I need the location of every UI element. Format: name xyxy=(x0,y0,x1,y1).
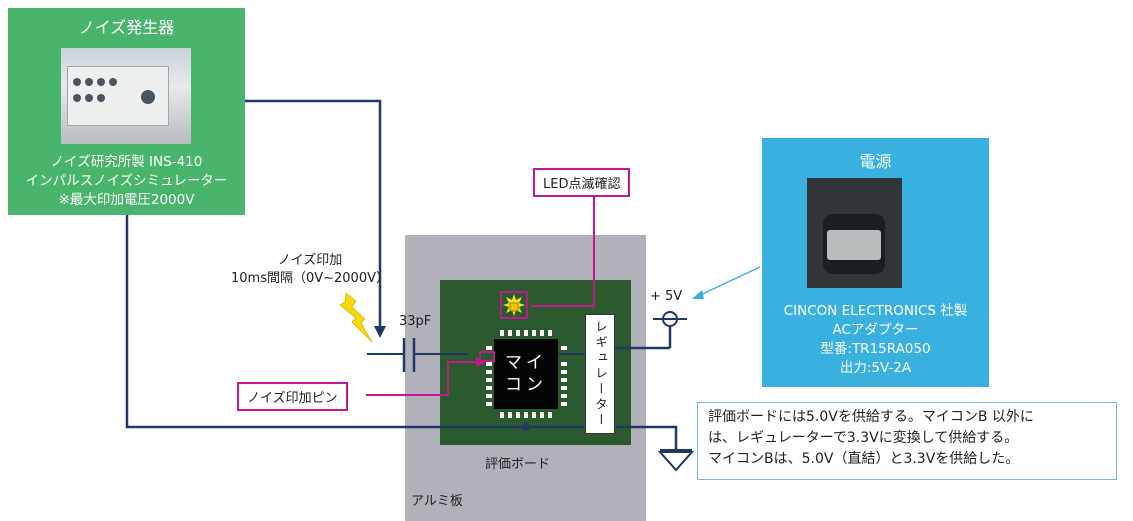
power-supply-line4: 出力:5V-2A xyxy=(839,360,912,376)
led-check-callout: LED点滅確認 xyxy=(533,168,631,197)
led-highlight xyxy=(500,291,528,319)
lightning-icon xyxy=(339,292,373,343)
note-line2: は、レギュレーターで3.3Vに変換して供給する。 xyxy=(708,430,1019,446)
noise-generator-line1: ノイズ研究所製 INS-410 xyxy=(50,154,203,170)
mcu-label-line1: マイ xyxy=(505,353,547,373)
ground-icon xyxy=(657,449,695,472)
regulator: レギュレーター xyxy=(585,314,615,434)
plus-5v-label: + 5V xyxy=(650,289,683,304)
noise-apply-line1: ノイズ印加 xyxy=(277,253,343,268)
noise-generator-line3: ※最大印加電圧2000V xyxy=(58,192,195,208)
terminal-icon xyxy=(653,311,687,327)
aluminum-label: アルミ板 xyxy=(411,494,463,509)
noise-apply-line2: 10ms間隔（0V~2000V） xyxy=(230,271,389,286)
noise-generator-title: ノイズ発生器 xyxy=(78,18,175,37)
capacitor-label: 33pF xyxy=(399,314,432,329)
noise-generator-photo xyxy=(61,48,191,144)
note-line3: マイコンBは、5.0V（直結）と3.3Vを供給した。 xyxy=(708,451,1020,467)
power-supply-line2: ACアダプター xyxy=(832,322,919,338)
led-icon xyxy=(503,294,525,316)
mcu-label-line2: コン xyxy=(505,375,547,395)
explanation-note: 評価ボードには5.0Vを供給する。マイコンB 以外に は、レギュレーターで3.3… xyxy=(697,402,1117,480)
noise-generator-panel: ノイズ発生器 ノイズ研究所製 INS-410 インパルスノイズシミュレーター ※… xyxy=(8,8,245,215)
power-supply-panel: 電源 CINCON ELECTRONICS 社製 ACアダプター 型番:TR15… xyxy=(762,138,989,387)
capacitor-icon xyxy=(367,338,468,372)
evaluation-board-label: 評価ボード xyxy=(485,457,551,472)
power-supply-title: 電源 xyxy=(859,152,892,171)
noise-pin-highlight xyxy=(479,351,495,362)
noise-pin-callout: ノイズ印加ピン xyxy=(237,382,348,411)
noise-generator-line2: インパルスノイズシミュレーター xyxy=(25,173,228,189)
microcontroller: マイ コン xyxy=(494,339,558,409)
note-line1: 評価ボードには5.0Vを供給する。マイコンB 以外に xyxy=(708,409,1034,425)
power-supply-line1: CINCON ELECTRONICS 社製 xyxy=(783,303,968,319)
ac-adapter-photo xyxy=(807,178,902,288)
noise-apply-label: ノイズ印加 10ms間隔（0V~2000V） xyxy=(210,252,410,288)
power-supply-line3: 型番:TR15RA050 xyxy=(820,341,931,357)
